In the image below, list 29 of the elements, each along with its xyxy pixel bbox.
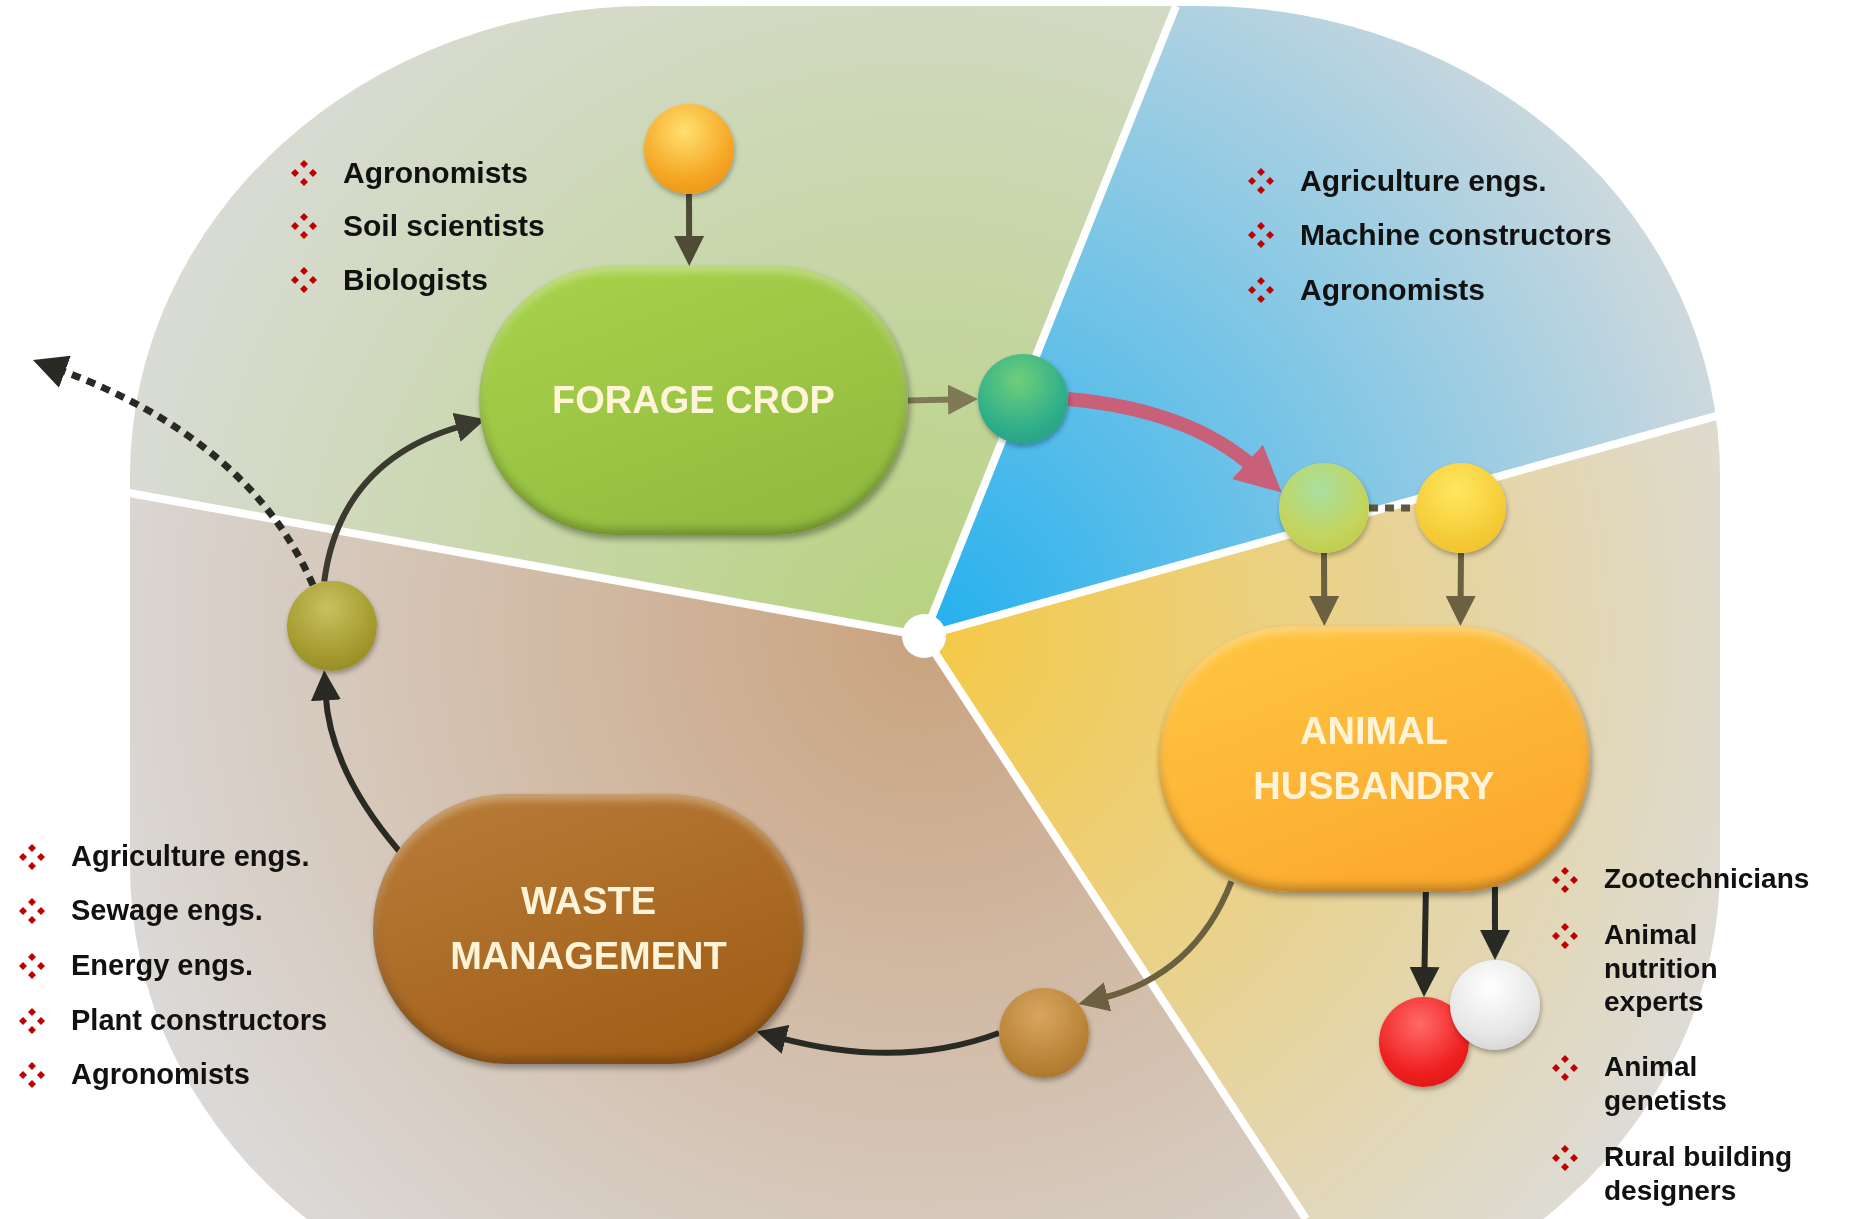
list-item: Zootechnicians <box>1604 862 1811 896</box>
list-item: Agriculture engs. <box>71 839 311 874</box>
list-item: Plant constructors <box>71 1003 329 1038</box>
list-item: Animal genetists <box>1604 1050 1728 1118</box>
arrow <box>756 1024 1000 1056</box>
list-item: Energy engs. <box>71 948 255 983</box>
list-item: Soil scientists <box>343 208 546 244</box>
list-item: Sewage engs. <box>71 893 264 928</box>
arrow <box>1067 392 1283 492</box>
list-item: Agronomists <box>343 155 529 191</box>
arrow <box>1409 891 1440 997</box>
list-item: Agronomists <box>1300 272 1486 308</box>
list-item: Biologists <box>343 262 489 298</box>
arrow <box>1309 553 1340 626</box>
arrow <box>311 670 402 853</box>
arrow <box>674 194 705 266</box>
list-item: Machine constructors <box>1300 217 1613 253</box>
arrow <box>1078 880 1235 1011</box>
arrow <box>33 356 317 587</box>
node-label: WASTE MANAGEMENT <box>449 878 728 979</box>
arrow <box>907 384 978 415</box>
arrow <box>1445 552 1476 626</box>
list-item: Rural building designers <box>1604 1140 1794 1208</box>
list-item: Agriculture engs. <box>1300 163 1548 199</box>
node-label: ANIMAL HUSBANDRY <box>1252 708 1496 809</box>
list-item: Animal nutrition experts <box>1604 918 1719 1019</box>
arrow <box>1480 886 1510 960</box>
node-label: FORAGE CROP <box>551 377 836 423</box>
list-item: Agronomists <box>71 1057 251 1092</box>
